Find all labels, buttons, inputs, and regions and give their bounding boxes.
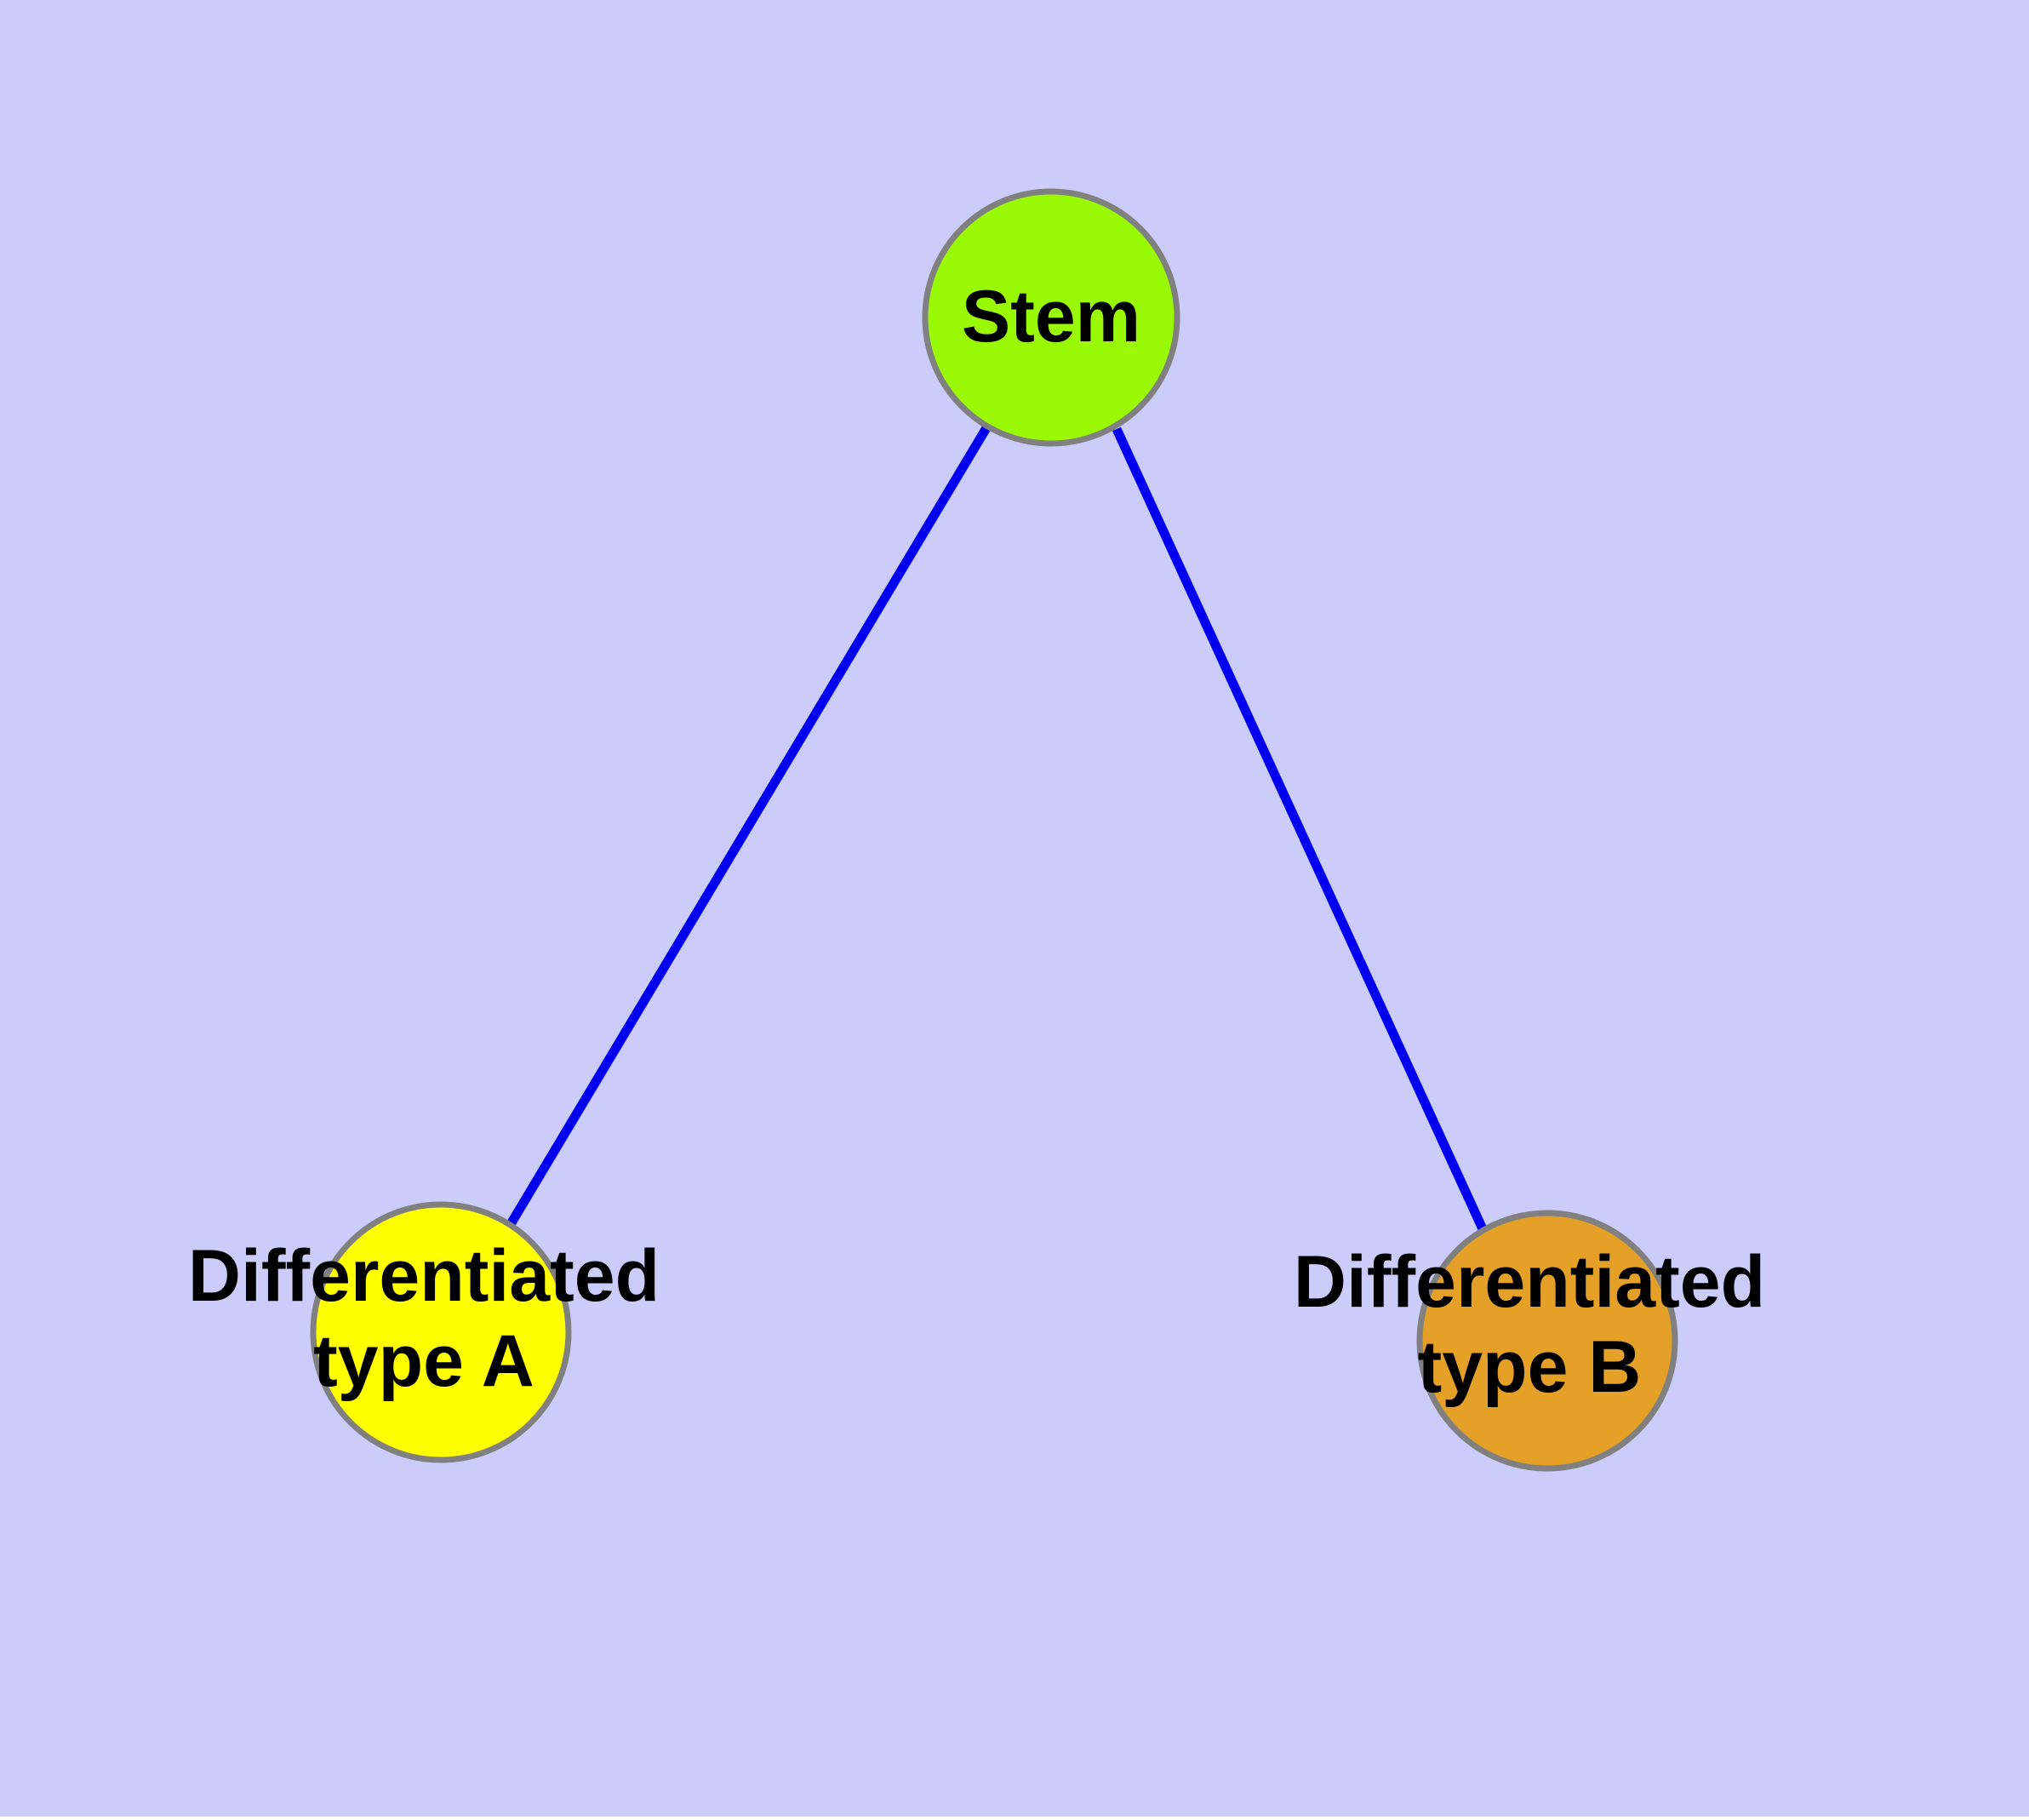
node-label-line: Differentiated: [1294, 1241, 1765, 1323]
node-label-line: Differentiated: [188, 1235, 660, 1317]
node-label-stem: Stem: [962, 276, 1140, 358]
node-circle-stem[interactable]: [922, 188, 1180, 447]
node-circle-diff_a[interactable]: [310, 1201, 572, 1463]
graph-edge-stem-diff_a[interactable]: [506, 424, 992, 1227]
node-circle-diff_b[interactable]: [1416, 1210, 1678, 1472]
graph-node-stem[interactable]: [922, 188, 1180, 447]
graph-edge-stem-diff_b[interactable]: [1112, 426, 1489, 1235]
graph-node-diff_a[interactable]: [310, 1201, 572, 1463]
node-label-line: Stem: [962, 276, 1140, 358]
node-label-line: type A: [313, 1320, 534, 1402]
edges-group: [506, 424, 1489, 1235]
graph-node-diff_b[interactable]: [1416, 1210, 1678, 1472]
node-label-line: type B: [1418, 1326, 1642, 1408]
